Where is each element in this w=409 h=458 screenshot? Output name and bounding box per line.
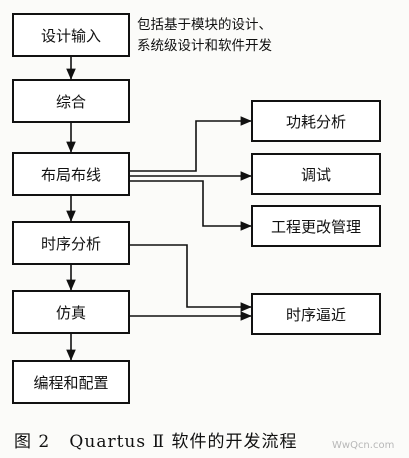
- arrow-place-route-to-power: [129, 116, 252, 172]
- debug-box: [251, 153, 381, 195]
- program-config-box: [12, 360, 130, 404]
- timing-analysis-box: [12, 221, 130, 265]
- arrow-timing-to-closure: [129, 244, 252, 312]
- program-config-label: 编程和配置: [33, 374, 108, 392]
- eco-box: [251, 205, 381, 247]
- timing-closure-label: 时序逼近: [286, 306, 346, 324]
- synthesis-box: [12, 79, 130, 123]
- power-analysis-label: 功耗分析: [286, 113, 346, 131]
- eco-label: 工程更改管理: [271, 218, 361, 236]
- watermark-text: WwQcn.com: [332, 440, 394, 451]
- figure-caption: 图 2 Quartus Ⅱ 软件的开发流程: [14, 432, 297, 452]
- timing-analysis-label: 时序分析: [41, 235, 101, 253]
- simulation-label: 仿真: [56, 304, 86, 322]
- arrow-place-route-to-eco: [129, 180, 252, 231]
- design-input-label: 设计输入: [41, 27, 101, 45]
- debug-label: 调试: [301, 166, 331, 184]
- synthesis-label: 综合: [56, 93, 86, 111]
- place-route-label: 布局布线: [41, 166, 101, 184]
- design-input-box: [12, 13, 130, 57]
- note-line-1: 包括基于模块的设计、: [137, 16, 272, 33]
- power-analysis-box: [251, 100, 381, 142]
- timing-closure-box: [251, 293, 381, 335]
- note-line-2: 系统级设计和软件开发: [137, 38, 272, 54]
